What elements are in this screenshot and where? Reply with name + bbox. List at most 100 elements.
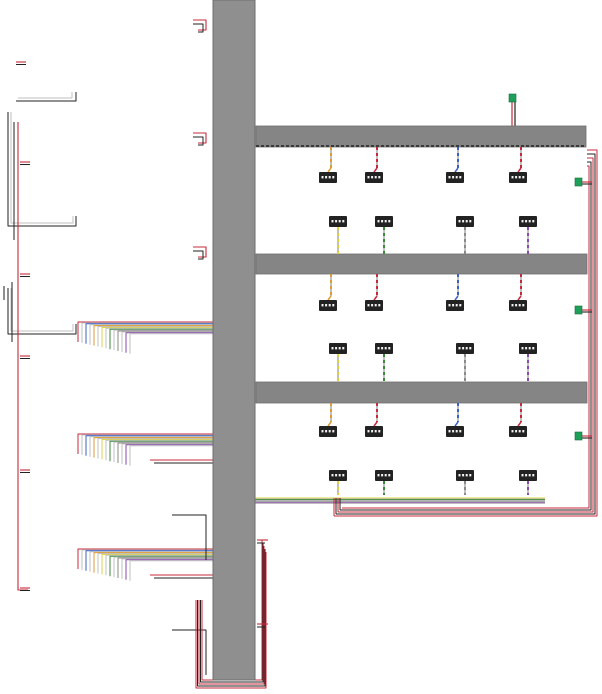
row-3-bottom-connector-body (519, 470, 537, 481)
harness-middle-wire (113, 441, 213, 463)
row-3-bottom-connector-pin (342, 474, 345, 477)
row-3-bottom-connector-body (329, 470, 347, 481)
row-1-top-connector-pin (511, 176, 514, 179)
row-1-top-connector-pin (522, 176, 525, 179)
row-2-bottom-connector-pin (521, 347, 524, 350)
harness-lower-wire (101, 553, 213, 575)
row-2-top-connector-pin (332, 304, 335, 307)
row-1-top-wire-bend (327, 167, 332, 173)
row-2-top-connector-pin (452, 304, 455, 307)
row-3-top-connector-pin (332, 430, 335, 433)
row-3-bottom-connector (519, 470, 537, 481)
row-3-bottom-connector-pin (388, 474, 391, 477)
row-2-bottom-connector-pin (377, 347, 380, 350)
row-2-top-connector-pin (378, 304, 381, 307)
row-3-bottom-connector-pin (335, 474, 338, 477)
row-3-top-connector-pin (522, 430, 525, 433)
row-2-top-connector (319, 300, 337, 311)
row-2-top-connector-pin (511, 304, 514, 307)
row-1-top-connector-pin (332, 176, 335, 179)
row-3-bottom-connector-pin (469, 474, 472, 477)
connectors-layer (319, 93, 583, 481)
harness-lower-wire (117, 557, 213, 578)
row-3-bottom-connector-pin (331, 474, 334, 477)
row-1-bottom-connector-pin (532, 220, 535, 223)
left-bracket-inner (10, 112, 74, 224)
row-1-top-connector-pin (371, 176, 374, 179)
row-2-bottom-connector-pin (384, 347, 387, 350)
harness-upper-wire (109, 328, 213, 350)
row-3-bottom-connector-pin (521, 474, 524, 477)
row-1-top-connector-pin (459, 176, 462, 179)
row-1-bottom-connector (519, 216, 537, 227)
row-3-bottom-connector-pin (532, 474, 535, 477)
bottom-return-loop (198, 546, 265, 685)
row-3-top-connector-body (446, 426, 464, 437)
row-1-bottom-connector-pin (384, 220, 387, 223)
harness-middle-wire (125, 444, 213, 465)
row-3-bottom-connector-pin (384, 474, 387, 477)
harness-lower-wire (97, 553, 213, 574)
row-2-top-connector-pin (522, 304, 525, 307)
row-1-top-connector-pin (378, 176, 381, 179)
right-return-wire (340, 161, 592, 511)
row-3-bottom-connector-pin (458, 474, 461, 477)
harness-middle-wire (89, 436, 213, 457)
endpoint-row-1 (574, 177, 583, 187)
row-3-bottom-connector-body (456, 470, 474, 481)
row-2-bottom-connector (375, 343, 393, 354)
row-2-bottom-connector-pin (528, 347, 531, 350)
row-1-bottom-connector-body (329, 216, 347, 227)
left-bracket-top (16, 92, 77, 102)
row-3-top-connector-pin (378, 430, 381, 433)
row-3-bottom-connector (456, 470, 474, 481)
wires-background-layer (3, 19, 598, 689)
harness-upper-wire (113, 329, 213, 351)
harness-middle-wire (117, 442, 213, 463)
row-3-top-connector-pin (518, 430, 521, 433)
bar-3 (255, 381, 588, 404)
row-3-top-wire-bend (454, 421, 459, 427)
row-2-top-connector-pin (328, 304, 331, 307)
bar-1 (255, 125, 587, 148)
row-2-top-connector-pin (448, 304, 451, 307)
row-2-top-wire-bend (454, 295, 459, 301)
row-3-top-connector-pin (367, 430, 370, 433)
row-1-top-connector-body (446, 172, 464, 183)
trunk-hook (193, 132, 207, 144)
harness-upper-wire (129, 333, 213, 354)
row-1-top-connector (446, 172, 464, 183)
row-3-bottom-connector-pin (525, 474, 528, 477)
row-3-top-connector-pin (459, 430, 462, 433)
row-3-top-connector-body (319, 426, 337, 437)
row-1-bottom-connector (329, 216, 347, 227)
row-2-top-connector-body (509, 300, 527, 311)
row-2-bottom-connector-pin (331, 347, 334, 350)
row-3-top-connector-pin (452, 430, 455, 433)
row-2-top-connector-pin (374, 304, 377, 307)
harness-lower-wire (105, 554, 213, 576)
harness-upper-wire (125, 332, 213, 353)
row-2-bottom-connector-pin (388, 347, 391, 350)
row-1-bottom-connector-body (519, 216, 537, 227)
row-1-top-wire-bend (454, 167, 459, 173)
row-2-bottom-connector-pin (458, 347, 461, 350)
harness-middle-wire (101, 438, 213, 460)
row-2-top-connector (446, 300, 464, 311)
row-1-bottom-connector-pin (525, 220, 528, 223)
horizontal-bars (255, 125, 588, 404)
bottom-return-loop (195, 552, 267, 689)
row-2-bottom-connector-body (329, 343, 347, 354)
row-2-bottom-connector-body (456, 343, 474, 354)
harness-middle-wire (77, 433, 213, 454)
harness-middle-wire (129, 445, 213, 466)
row-3-top-connector-pin (448, 430, 451, 433)
row-1-top-connector-body (509, 172, 527, 183)
left-bracket (7, 112, 77, 227)
row-3-top-connector-pin (371, 430, 374, 433)
row-2-bottom-connector (456, 343, 474, 354)
right-return-wire (334, 149, 598, 517)
main-trunk (212, 0, 256, 681)
right-return-wire (338, 157, 594, 513)
